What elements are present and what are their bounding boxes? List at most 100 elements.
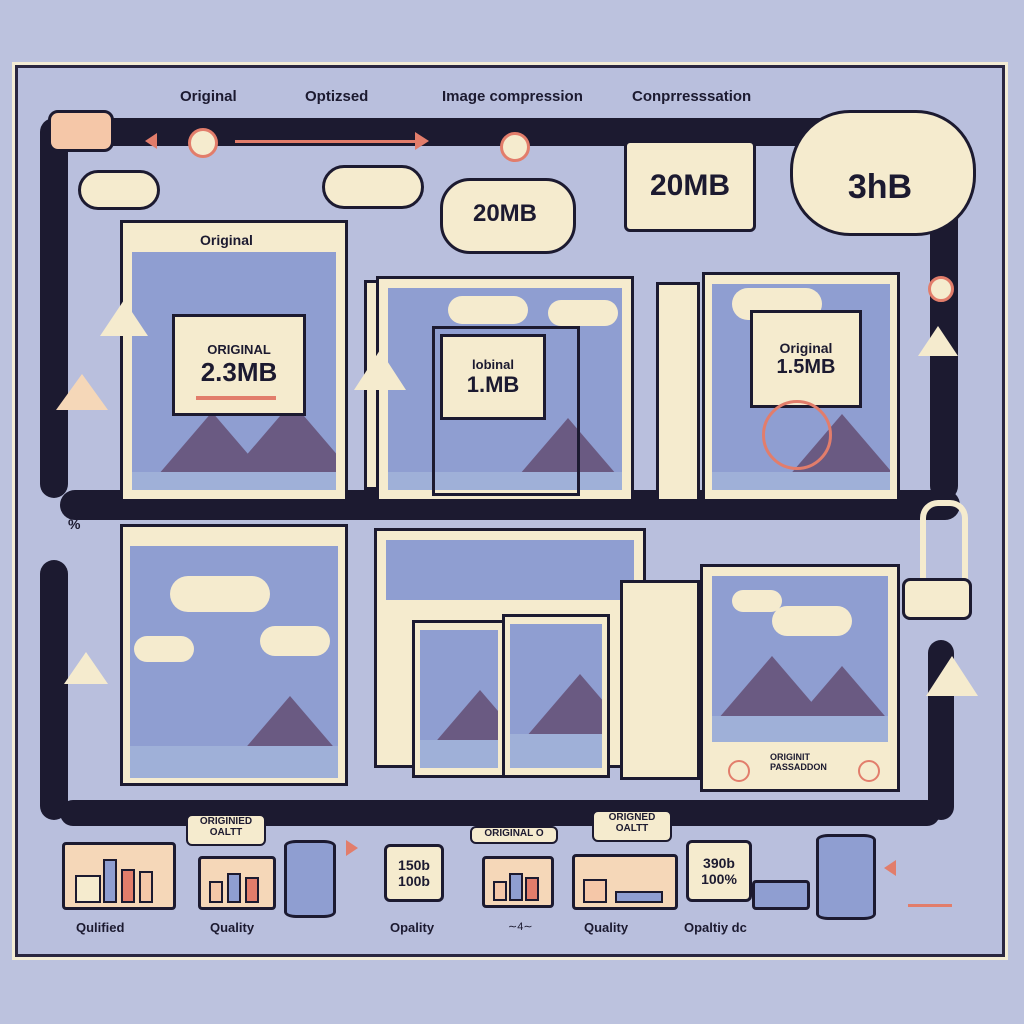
size-value: 390b <box>703 855 735 871</box>
cloud-shape <box>134 636 194 662</box>
arrow-up-icon <box>918 326 958 356</box>
chart-bar <box>209 881 223 903</box>
flow-track-left <box>40 118 68 498</box>
bar-chart-icon <box>752 880 810 910</box>
frame-image <box>420 630 498 768</box>
sea-shape <box>420 740 498 768</box>
flow-track-left-bottom <box>40 560 68 820</box>
chart-bar <box>583 879 607 903</box>
size-card-footer-2: 390b 100% <box>686 840 752 902</box>
minus-icon <box>928 276 954 302</box>
quality-label: Opaltiy dc <box>684 920 747 935</box>
size-card-footer-1: 150b 100b <box>384 844 444 902</box>
cloud-shape <box>548 300 618 326</box>
bar-chart-icon <box>572 854 678 910</box>
percent-mark: % <box>68 516 81 532</box>
cloud-shape <box>772 606 852 636</box>
bar-chart-icon <box>62 842 176 910</box>
frame-image <box>388 288 622 490</box>
lock-icon <box>920 500 968 586</box>
size-badge: Original 1.5MB <box>750 310 862 408</box>
arrow-up-icon <box>56 374 108 410</box>
sea-shape <box>132 472 336 490</box>
image-frame-stack <box>620 580 700 780</box>
slider-right-icon <box>858 760 880 782</box>
badge-title: ORIGINAL <box>207 342 271 357</box>
cloud-size-text: 3hB <box>847 168 913 206</box>
chart-bar <box>121 869 135 903</box>
sea-shape <box>510 734 602 768</box>
quality-label: Quality <box>584 920 629 935</box>
tilde-mark: ∼4∼ <box>508 921 533 933</box>
size-value: 150b <box>398 857 430 873</box>
cloud-shape <box>170 576 270 612</box>
bar-chart-icon <box>482 856 554 908</box>
cloud-shape <box>732 590 782 612</box>
chart-bar <box>227 873 241 903</box>
header-original: Original <box>180 88 237 105</box>
chart-bar <box>139 871 153 903</box>
chart-bar <box>103 859 117 903</box>
image-frame-inner <box>432 326 580 496</box>
cloud-size-badge <box>790 110 976 236</box>
chart-bar <box>493 881 507 901</box>
sea-shape <box>712 716 888 742</box>
chart-bar <box>245 877 259 903</box>
database-icon <box>284 840 336 918</box>
badge-title: lobinal <box>472 356 514 372</box>
arrow-left-icon <box>145 133 157 149</box>
mountain-shape <box>520 674 602 744</box>
arrow-right-icon <box>346 840 358 856</box>
cloud-shape <box>260 626 330 656</box>
image-frame-stack <box>656 282 700 502</box>
arrow-up-icon <box>64 652 108 684</box>
badge-size: 2.3MB <box>200 357 278 387</box>
frame-title: Original <box>200 232 253 248</box>
size-badge: lobinal 1.MB <box>440 334 546 420</box>
arrow-up-icon <box>100 300 148 336</box>
cloud-icon <box>322 165 424 209</box>
header-image-compression: Image compression <box>442 88 583 105</box>
size-badge: ORIGINAL 2.3MB <box>172 314 306 416</box>
circle-icon <box>188 128 218 158</box>
cloud-icon <box>48 110 114 152</box>
cloud-shape <box>448 296 528 324</box>
refresh-icon <box>500 132 530 162</box>
quality-label: Qulified <box>76 920 125 935</box>
badge-size: 1.MB <box>466 371 520 397</box>
badge-size: 1.5MB <box>776 355 836 378</box>
size-card-b: 20MB <box>624 140 756 232</box>
sea-shape <box>712 472 890 490</box>
slider-bar <box>908 904 952 907</box>
footer-note-left: ORIGINIED OALTT <box>186 814 266 846</box>
ferris-wheel-icon <box>762 400 832 470</box>
header-optimized: Optizsed <box>305 88 369 105</box>
arrow-left-icon <box>884 860 896 876</box>
slider-left-icon <box>728 760 750 782</box>
size-card-a: 20MB <box>472 200 538 227</box>
chart-bar <box>525 877 539 901</box>
size-value: 100% <box>701 871 737 887</box>
arrow-right-icon <box>415 132 429 150</box>
frame-note: ORIGINIT PASSADDON <box>770 752 827 772</box>
cylinder-icon <box>902 578 972 620</box>
cloud-icon <box>78 170 160 210</box>
header-compression: Conprresssation <box>632 88 752 105</box>
progress-bar <box>196 396 276 400</box>
sea-shape <box>388 472 622 490</box>
chart-bar <box>615 891 663 903</box>
chart-bar <box>75 875 101 903</box>
cloud-size-card <box>440 178 576 254</box>
database-icon <box>816 834 876 920</box>
frame-image <box>386 540 634 600</box>
quality-label: Opality <box>390 920 435 935</box>
footer-note-right: ORIGNED OALTT <box>592 810 672 842</box>
frame-image <box>130 546 338 778</box>
footer-note-mid: ORIGINAL O <box>470 826 558 844</box>
bar-chart-icon <box>198 856 276 910</box>
arrow-up-icon <box>926 656 978 696</box>
arrow-up-icon <box>354 350 406 390</box>
badge-title: Original <box>779 339 833 356</box>
frame-image <box>510 624 602 768</box>
quality-label: Quality <box>210 920 255 935</box>
